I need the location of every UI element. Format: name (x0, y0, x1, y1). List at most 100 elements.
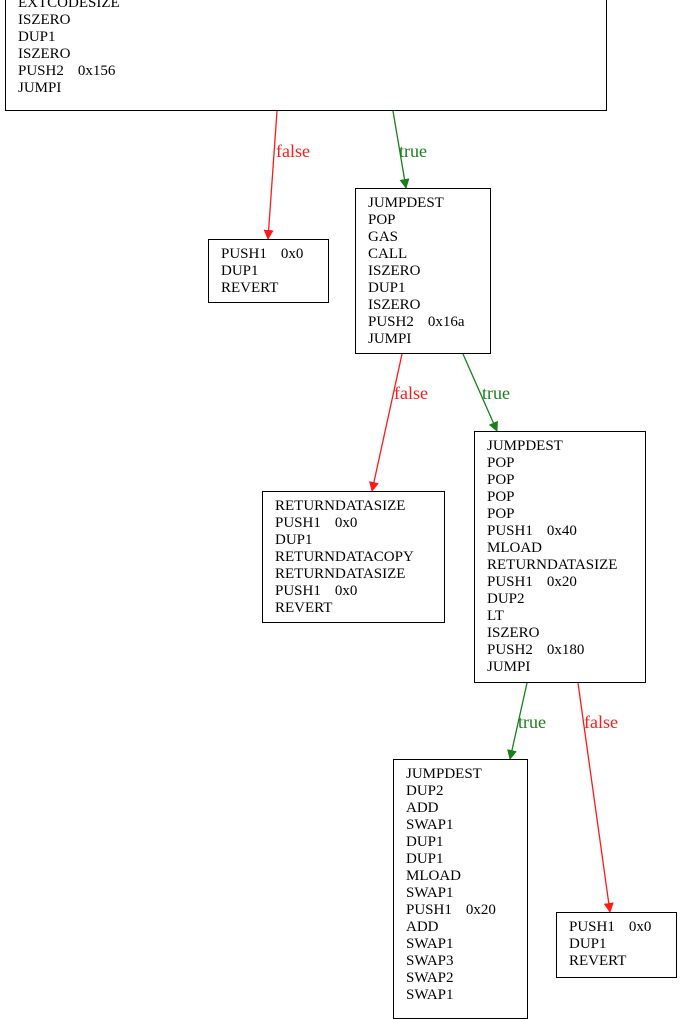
operand: 0x20 (465, 902, 496, 918)
instruction-line: REVERT (221, 280, 316, 297)
opcode: DUP2 (487, 591, 525, 607)
instruction-line: POP (368, 212, 478, 229)
opcode: ISZERO (487, 625, 540, 641)
instruction-line: REVERT (569, 953, 664, 970)
opcode: REVERT (569, 953, 627, 969)
opcode: POP (487, 455, 515, 471)
operand: 0x180 (546, 642, 585, 658)
opcode: REVERT (221, 280, 279, 296)
opcode: PUSH1 (275, 583, 321, 599)
edge-label-true: true (399, 141, 427, 161)
opcode: RETURNDATASIZE (275, 498, 406, 514)
opcode: PUSH1 (275, 515, 321, 531)
operand: 0x20 (546, 574, 577, 590)
instruction-line: SWAP3 (406, 953, 515, 970)
opcode: PUSH2 (368, 314, 414, 330)
operand: 0x16a (427, 314, 465, 330)
opcode: GAS (368, 229, 399, 245)
opcode: SWAP2 (406, 970, 454, 986)
instruction-line: ADD (406, 800, 515, 817)
opcode: POP (487, 506, 515, 522)
opcode: ISZERO (368, 263, 421, 279)
opcode: ISZERO (18, 12, 71, 28)
opcode: CALL (368, 246, 408, 262)
opcode: ADD (406, 919, 439, 935)
edge-label-true: true (518, 712, 546, 732)
instruction-line: ISZERO (487, 625, 633, 642)
instruction-line: DUP1 (18, 29, 594, 46)
opcode: RETURNDATACOPY (275, 549, 414, 565)
instruction-line: GAS (368, 229, 478, 246)
instruction-line: PUSH2 0x156 (18, 63, 594, 80)
opcode: ISZERO (18, 46, 71, 62)
opcode: JUMPDEST (368, 195, 444, 211)
instruction-line: PUSH2 0x16a (368, 314, 478, 331)
edge-false-n4-n6 (577, 682, 614, 913)
instruction-line: DUP2 (406, 783, 515, 800)
instruction-line: DUP1 (221, 263, 316, 280)
instruction-line: CALL (368, 246, 478, 263)
opcode: PUSH1 (221, 246, 267, 262)
instruction-line: SWAP1 (406, 936, 515, 953)
opcode: JUMPI (487, 659, 531, 675)
instruction-line: POP (487, 506, 633, 523)
opcode: PUSH2 (18, 63, 64, 79)
edge-true-n4-n5 (507, 682, 528, 760)
opcode: ISZERO (368, 297, 421, 313)
opcode: ADD (406, 800, 439, 816)
instruction-line: REVERT (275, 600, 432, 617)
opcode: MLOAD (406, 868, 461, 884)
instruction-line: ADD (406, 919, 515, 936)
opcode: PUSH1 (487, 523, 533, 539)
opcode: JUMPI (368, 331, 412, 347)
edge-false-n0-n1 (263, 110, 278, 240)
opcode: JUMPDEST (487, 438, 563, 454)
opcode: DUP1 (18, 29, 56, 45)
instruction-line: DUP1 (275, 532, 432, 549)
instruction-line: ISZERO (368, 263, 478, 280)
opcode: JUMPI (18, 80, 62, 96)
instruction-line: ISZERO (368, 297, 478, 314)
opcode: RETURNDATASIZE (487, 557, 618, 573)
instruction-line: MLOAD (487, 540, 633, 557)
instruction-line: EXTCODESIZE (18, 0, 594, 12)
edge-label-false: false (394, 383, 428, 403)
opcode: DUP1 (275, 532, 313, 548)
operand: 0x0 (628, 919, 652, 935)
opcode: SWAP1 (406, 987, 454, 1003)
opcode: EXTCODESIZE (18, 0, 120, 11)
opcode: DUP1 (569, 936, 607, 952)
opcode: DUP1 (221, 263, 259, 279)
opcode: POP (368, 212, 396, 228)
opcode: MLOAD (487, 540, 542, 556)
instruction-line: JUMPI (18, 80, 594, 97)
instruction-line: LT (487, 608, 633, 625)
instruction-line: JUMPI (368, 331, 478, 348)
instruction-line: RETURNDATASIZE (275, 566, 432, 583)
edge-label-false: false (276, 141, 310, 161)
operand: 0x156 (77, 63, 116, 79)
opcode: REVERT (275, 600, 333, 616)
opcode: PUSH1 (569, 919, 615, 935)
instruction-line: MLOAD (406, 868, 515, 885)
opcode: DUP1 (368, 280, 406, 296)
instruction-line: JUMPI (487, 659, 633, 676)
edge-true-n0-n2 (392, 110, 410, 189)
instruction-line: ISZERO (18, 46, 594, 63)
opcode: LT (487, 608, 504, 624)
instruction-line: DUP1 (406, 834, 515, 851)
edge-true-n2-n4 (462, 353, 498, 432)
opcode: POP (487, 472, 515, 488)
